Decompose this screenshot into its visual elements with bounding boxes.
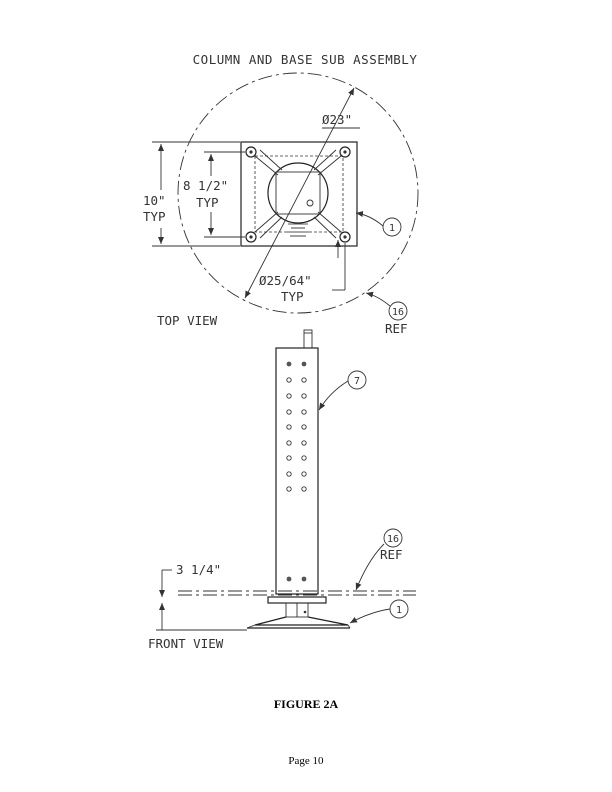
callout-outline-bubble [388, 301, 408, 321]
callout-column-number: 7 [354, 376, 360, 387]
dim-hole-leader [332, 240, 346, 291]
column-square [275, 171, 321, 215]
drawing-title: COLUMN AND BASE SUB ASSEMBLY [193, 52, 418, 67]
dim-height-inner-typ: TYP [196, 195, 219, 210]
page-number: Page 10 [288, 755, 324, 767]
callout-outline-number: 16 [392, 307, 404, 318]
callout-column-leader [318, 380, 349, 411]
figure-caption: FIGURE 2A [273, 697, 339, 711]
dim-height-outer-label: 10" [143, 193, 166, 208]
dim-height-inner-label: 8 1/2" [183, 178, 228, 193]
dim-hole-typ: TYP [281, 289, 304, 304]
callout-base-bubble [389, 599, 409, 619]
dim-diameter-label: Ø23" [322, 112, 352, 127]
front-view: 7 3 1/4" 16 REF 1 [148, 329, 416, 651]
dim-hole-label: Ø25/64" [259, 273, 312, 288]
callout-outline2-bubble [383, 528, 403, 548]
plate-stamp [287, 223, 309, 237]
callout-plate-number: 1 [389, 223, 395, 234]
dim-line-diameter [244, 87, 355, 299]
callout-outline-ref: REF [385, 321, 408, 336]
callout-column-bubble [347, 370, 367, 390]
callout-outline-leader [365, 291, 391, 307]
dim-height-inner [204, 151, 245, 238]
dim-offset-lines [156, 569, 247, 631]
callout-base-number: 1 [396, 605, 402, 616]
column-body [275, 347, 319, 595]
dim-offset-label: 3 1/4" [176, 562, 221, 577]
base-assembly [246, 596, 351, 629]
callout-outline2-leader [355, 543, 385, 591]
center-hole [306, 199, 314, 207]
callout-outline2-number: 16 [387, 534, 399, 545]
dim-height-outer [152, 141, 240, 247]
callout-plate-leader [355, 211, 384, 227]
callout-outline2-ref: REF [380, 547, 403, 562]
front-view-label: FRONT VIEW [148, 636, 224, 651]
dim-height-outer-typ: TYP [143, 209, 166, 224]
top-view: Ø23" 10" TYP 8 1/2" TYP Ø25/64" TYP [143, 72, 419, 336]
column-holes [286, 361, 307, 582]
callout-plate-bubble [382, 217, 402, 237]
outline-circle [177, 72, 419, 314]
callout-base-leader [349, 608, 391, 624]
top-view-label: TOP VIEW [157, 313, 218, 328]
